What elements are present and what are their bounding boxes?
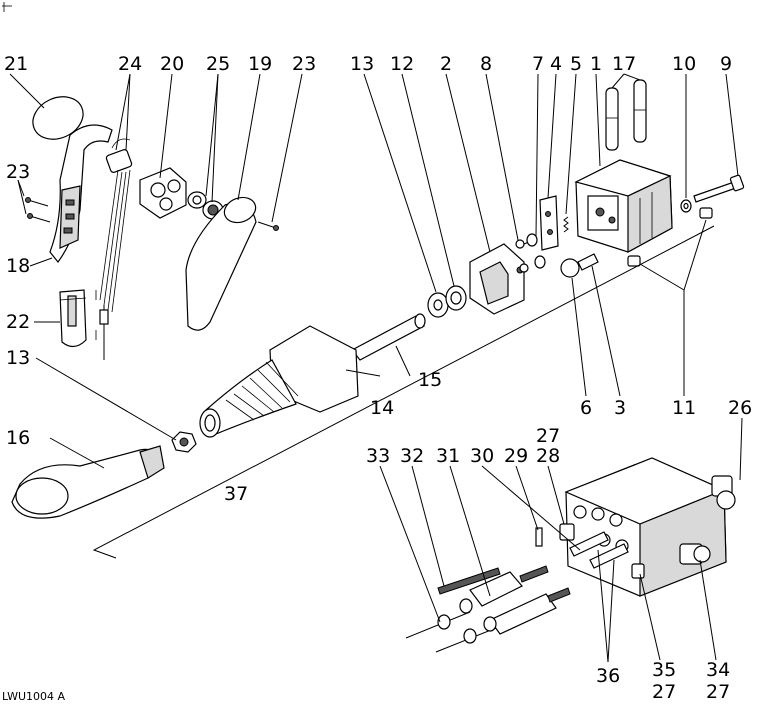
part-23-screws-left	[25, 197, 51, 223]
callout-35: 35	[652, 659, 676, 681]
callout-1: 1	[590, 53, 602, 75]
callout-29: 29	[504, 445, 528, 467]
part-22-sleeve	[59, 289, 97, 348]
part-1-housing	[574, 159, 673, 254]
callout-37: 37	[224, 483, 248, 505]
wire-pin	[99, 305, 109, 360]
callout-20: 20	[160, 53, 184, 75]
callout-22: 22	[6, 311, 30, 333]
part-2-bracket	[469, 243, 525, 315]
part-24-switch	[99, 138, 133, 313]
part-14-bellows	[199, 325, 359, 438]
callout-19: 19	[248, 53, 272, 75]
callout-32: 32	[400, 445, 424, 467]
callout-26: 26	[728, 397, 752, 419]
callout-18: 18	[6, 255, 30, 277]
callout-9: 9	[720, 53, 732, 75]
callout-16: 16	[6, 427, 30, 449]
part-13-washer-upper	[427, 292, 449, 318]
part-6-ball	[560, 258, 580, 278]
callout-3: 3	[614, 397, 626, 419]
callout-11: 11	[672, 397, 696, 419]
part-20-button-block	[139, 167, 187, 219]
part-11-nuts	[627, 207, 713, 267]
callout-8: 8	[480, 53, 492, 75]
callout-23-left: 23	[6, 161, 30, 183]
callout-13-lower: 13	[6, 347, 30, 369]
part-5-spring	[563, 216, 569, 233]
callout-4: 4	[550, 53, 562, 75]
part-10-washer	[680, 199, 692, 213]
part-15-shaft	[351, 313, 426, 361]
callout-6: 6	[580, 397, 592, 419]
part-35-plug	[631, 563, 645, 579]
part-3-pin	[577, 253, 599, 271]
part-9-bolt	[693, 174, 745, 203]
part-23-screw-right	[257, 221, 279, 231]
drawing-code: LWU1004 A	[2, 690, 66, 703]
callout-10: 10	[672, 53, 696, 75]
callout-30: 30	[470, 445, 494, 467]
callout-33: 33	[366, 445, 390, 467]
callout-labels: 21 24 20 25 19 23 13 12 2 8 7 4 5 1 17 1…	[4, 53, 752, 703]
part-28-plug	[559, 523, 575, 541]
part-31-cable-housings	[469, 565, 571, 635]
callout-34: 34	[706, 659, 730, 681]
callout-28: 28	[536, 445, 560, 467]
callout-2: 2	[440, 53, 452, 75]
part-21-cap	[32, 96, 84, 140]
part-13-nut-lower	[171, 431, 197, 453]
part-16-knob	[11, 445, 165, 519]
part-7-washer	[526, 233, 546, 269]
part-18-handle-shell	[49, 124, 113, 263]
callout-5: 5	[570, 53, 582, 75]
callout-36: 36	[596, 665, 620, 687]
callout-25: 25	[206, 53, 230, 75]
part-29-pin	[535, 527, 543, 547]
callout-15: 15	[418, 369, 442, 391]
callout-27-top: 27	[536, 425, 560, 447]
callout-23: 23	[292, 53, 316, 75]
callout-12: 12	[390, 53, 414, 75]
callout-27-mid: 27	[652, 681, 676, 703]
leader-lines	[9, 73, 743, 663]
part-32-rod	[437, 567, 501, 595]
part-34-fitting	[679, 543, 711, 565]
callout-21: 21	[4, 53, 28, 75]
part-12-washer	[445, 285, 467, 311]
callout-27-right: 27	[706, 681, 730, 703]
corner-mark	[2, 2, 12, 12]
callout-13: 13	[350, 53, 374, 75]
part-26-valve-block	[564, 457, 736, 597]
callout-31: 31	[436, 445, 460, 467]
callout-7: 7	[532, 53, 544, 75]
callout-14: 14	[370, 397, 394, 419]
part-4-plate	[539, 195, 559, 251]
part-17-pins	[605, 79, 647, 151]
part-33-cables	[405, 598, 497, 653]
callout-17: 17	[612, 53, 636, 75]
part-19-grip-tube	[185, 196, 257, 331]
callout-24: 24	[118, 53, 142, 75]
